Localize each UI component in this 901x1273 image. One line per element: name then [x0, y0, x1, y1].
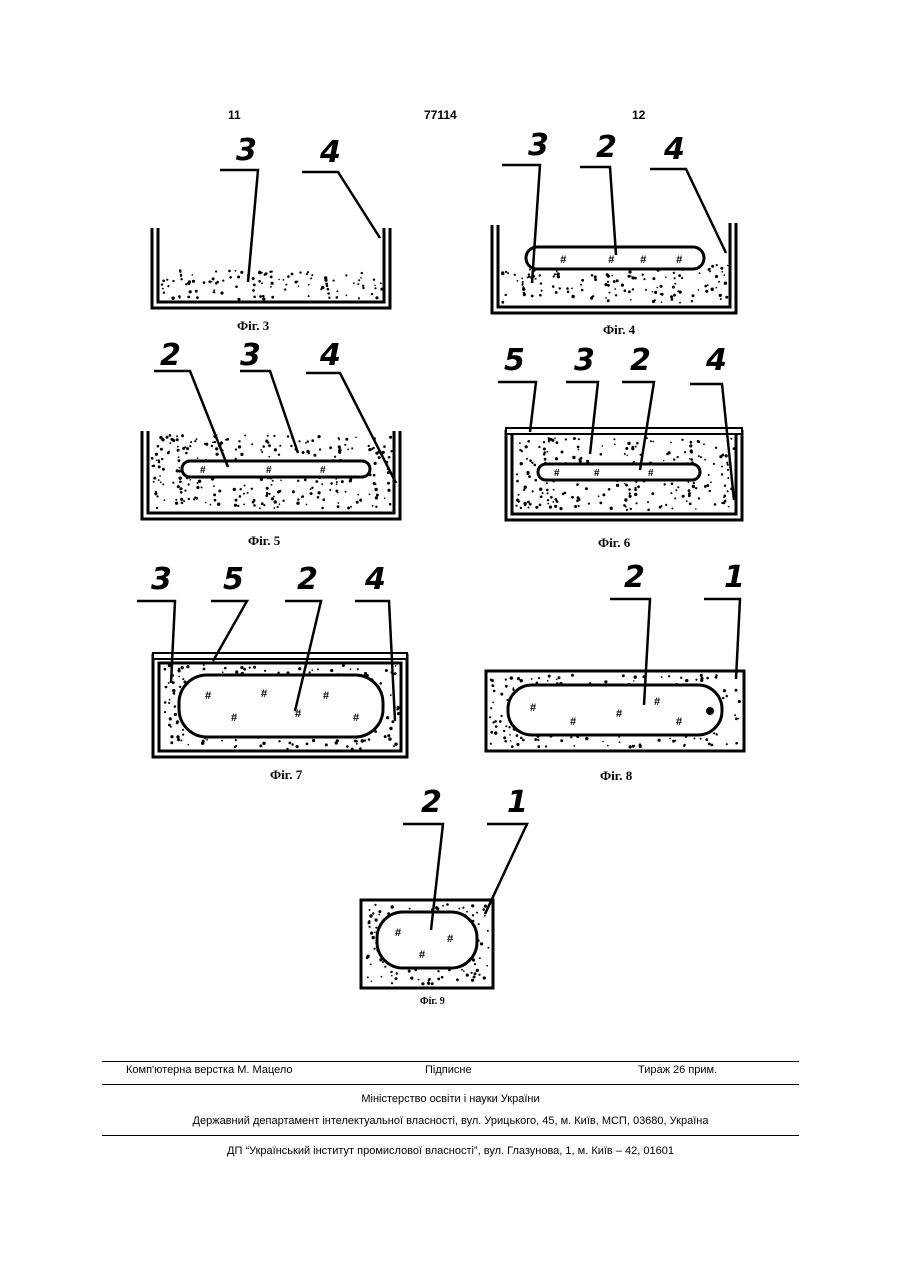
footer-institute: ДП “Український інститут промислової вла… — [102, 1145, 799, 1157]
glass-block — [377, 912, 477, 968]
svg-text:#: # — [261, 688, 267, 700]
page-number-left: 11 — [228, 108, 241, 122]
svg-text:#: # — [608, 254, 615, 266]
footer-circulation: Тираж 26 прим. — [638, 1064, 717, 1076]
footer-layout-credit: Комп'ютерна верстка М. Мацело — [126, 1064, 293, 1076]
page-number-right: 12 — [632, 108, 645, 122]
footer-signed: Підписне — [425, 1064, 472, 1076]
caption-fig-9: Фіг. 9 — [420, 996, 445, 1007]
label-2: 2 — [630, 343, 651, 378]
svg-text:#: # — [676, 254, 683, 266]
figure-3: 3 4 — [140, 130, 410, 320]
glass-block — [508, 685, 722, 735]
svg-text:#: # — [353, 712, 359, 724]
glass-plate — [538, 464, 700, 480]
caption-fig-7: Фіг. 7 — [270, 767, 302, 783]
lid — [506, 428, 742, 434]
figure-6: # # # 5 3 2 4 — [490, 338, 750, 533]
footer-divider — [102, 1061, 799, 1062]
svg-text:#: # — [447, 933, 453, 945]
svg-text:#: # — [560, 254, 567, 266]
label-2: 2 — [297, 562, 318, 597]
label-4: 4 — [319, 338, 341, 373]
label-1: 1 — [724, 560, 745, 595]
label-4: 4 — [705, 343, 727, 378]
svg-text:#: # — [323, 690, 329, 702]
label-4: 4 — [364, 562, 386, 597]
label-3: 3 — [528, 128, 549, 163]
svg-text:#: # — [419, 949, 425, 961]
svg-text:#: # — [594, 468, 600, 479]
svg-text:#: # — [676, 716, 682, 728]
label-2: 2 — [160, 338, 181, 373]
svg-text:#: # — [570, 716, 576, 728]
label-3: 3 — [240, 338, 261, 373]
footer-department: Державний департамент інтелектуальної вл… — [102, 1115, 799, 1127]
svg-text:#: # — [205, 690, 211, 702]
svg-text:#: # — [640, 254, 647, 266]
footer-divider — [102, 1135, 799, 1136]
svg-text:#: # — [320, 465, 326, 476]
caption-fig-3: Фіг. 3 — [237, 318, 269, 334]
caption-fig-4: Фіг. 4 — [603, 322, 635, 338]
svg-text:#: # — [616, 708, 622, 720]
svg-text:#: # — [648, 468, 654, 479]
footer-divider — [102, 1084, 799, 1085]
svg-text:#: # — [200, 465, 206, 476]
lid — [153, 653, 407, 659]
footer-ministry: Міністерство освіти і науки України — [102, 1093, 799, 1105]
powder-layer — [161, 269, 383, 301]
label-3: 3 — [151, 562, 172, 597]
label-4: 4 — [663, 132, 685, 167]
label-2: 2 — [624, 560, 645, 595]
caption-fig-8: Фіг. 8 — [600, 768, 632, 784]
figure-9: # # # 2 1 — [355, 780, 535, 995]
glass-plate — [182, 461, 370, 477]
svg-text:#: # — [395, 927, 401, 939]
figure-7: # # # # # # 3 5 2 4 — [135, 555, 415, 765]
label-5: 5 — [223, 562, 244, 597]
label-3: 3 — [236, 133, 257, 168]
caption-fig-5: Фіг. 5 — [248, 533, 280, 549]
svg-text:#: # — [654, 696, 660, 708]
svg-text:#: # — [231, 712, 237, 724]
glass-plate — [179, 675, 383, 737]
patent-number: 77114 — [424, 108, 457, 122]
label-3: 3 — [574, 343, 595, 378]
label-5: 5 — [504, 343, 525, 378]
label-1: 1 — [507, 785, 528, 820]
figure-4: # # # # 3 2 4 — [480, 125, 750, 325]
label-2: 2 — [421, 785, 442, 820]
label-2: 2 — [596, 130, 617, 165]
svg-text:#: # — [266, 465, 272, 476]
figure-5: # # # 2 3 4 — [130, 335, 410, 530]
label-4: 4 — [319, 135, 341, 170]
caption-fig-6: Фіг. 6 — [598, 535, 630, 551]
svg-text:#: # — [530, 702, 536, 714]
svg-text:#: # — [554, 468, 560, 479]
figure-8: # # # # # 2 1 — [478, 555, 758, 765]
